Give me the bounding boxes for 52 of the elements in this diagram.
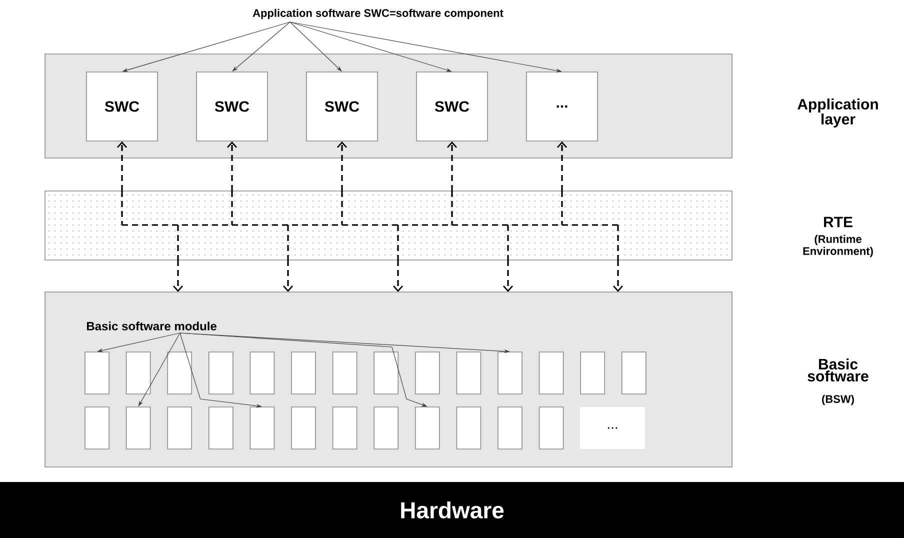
module-box <box>208 352 234 394</box>
module-box <box>291 352 316 394</box>
dashed-arrow <box>172 260 184 292</box>
dashed-arrow <box>502 260 514 292</box>
module-box <box>167 352 192 394</box>
layer-label: (Runtime Environment) <box>803 234 873 258</box>
module-box <box>580 352 605 394</box>
layer-label: Basic software <box>808 358 868 382</box>
bus-line <box>121 190 619 261</box>
dashed-arrow <box>282 260 294 292</box>
module-box <box>415 352 440 394</box>
component-box: ... <box>526 72 598 142</box>
dashed-arrow <box>556 141 568 191</box>
module-box <box>538 406 564 450</box>
module-box <box>498 352 522 394</box>
component-box: SWC <box>196 72 268 142</box>
layer-label: (BSW) <box>822 394 854 406</box>
module-box <box>208 406 234 450</box>
module-label: Basic software module <box>87 322 216 330</box>
module-box <box>374 406 398 450</box>
module-box <box>250 406 275 450</box>
module-box <box>456 352 482 394</box>
module-box: ... <box>580 407 645 449</box>
module-box <box>167 406 192 450</box>
dashed-arrow <box>612 260 624 292</box>
layer-label: Application layer <box>798 98 878 128</box>
module-box <box>84 406 110 450</box>
dashed-arrow <box>392 260 404 292</box>
module-box <box>498 406 522 450</box>
component-box: SWC <box>306 72 378 142</box>
hardware-bar: Hardware <box>0 482 904 538</box>
dashed-arrow <box>336 141 348 191</box>
module-box <box>250 352 275 394</box>
dashed-arrow <box>226 141 238 191</box>
dashed-arrow <box>446 141 458 191</box>
layer-label: RTE <box>824 216 852 228</box>
module-box <box>291 406 316 450</box>
module-box <box>456 406 482 450</box>
module-box <box>126 406 151 450</box>
heading-text: Application software SWC=software component <box>252 8 504 20</box>
module-box <box>84 352 110 394</box>
module-box <box>126 352 151 394</box>
dotted-band <box>44 190 732 260</box>
module-box <box>374 352 398 394</box>
module-box <box>622 352 646 394</box>
module-box <box>332 352 358 394</box>
module-box <box>538 352 564 394</box>
module-box <box>415 406 440 450</box>
dashed-arrow <box>116 141 128 191</box>
module-box <box>332 406 358 450</box>
component-box: SWC <box>416 72 488 142</box>
component-box: SWC <box>86 72 158 142</box>
